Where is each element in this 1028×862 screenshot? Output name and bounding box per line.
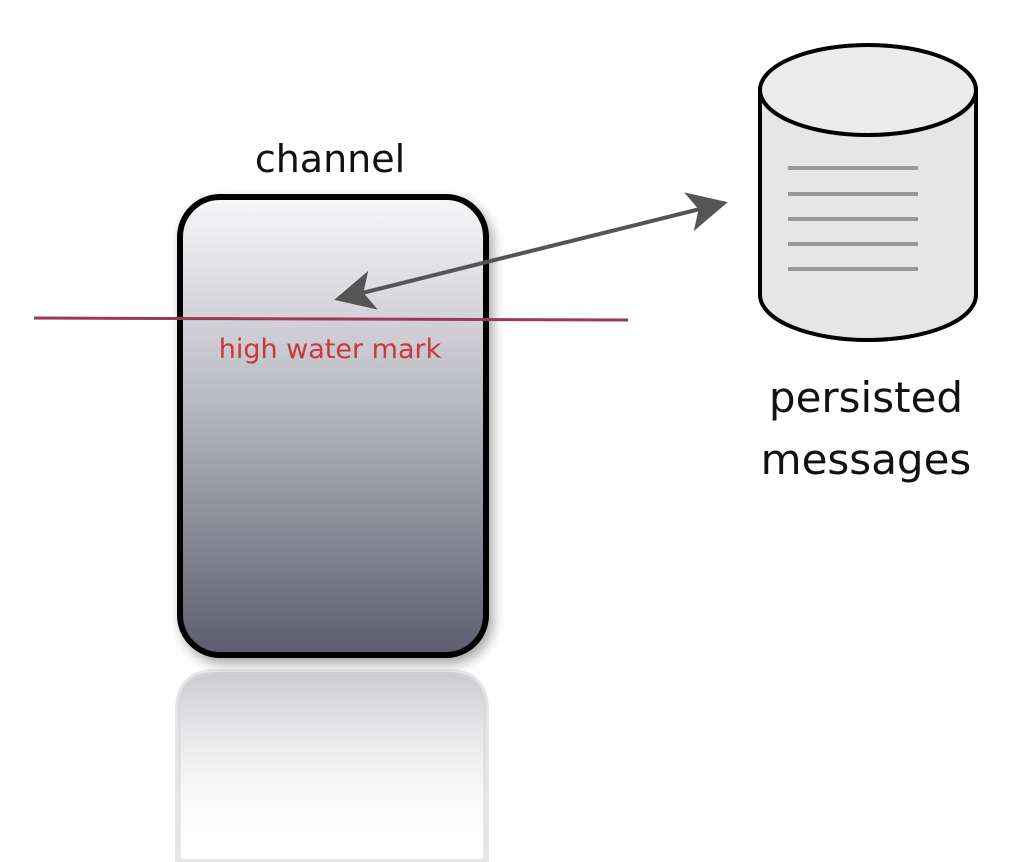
high-water-mark-label: high water mark — [219, 334, 442, 365]
channel-label: channel — [255, 137, 405, 181]
persistence-arrow — [334, 192, 728, 310]
high-water-mark-line — [33, 316, 629, 322]
database-lines — [788, 166, 918, 271]
persisted-label-line1: persisted — [769, 373, 963, 422]
database-icon — [758, 43, 978, 342]
channel-reflection — [175, 669, 489, 862]
channel-container — [177, 194, 489, 658]
persisted-label-line2: messages — [761, 435, 972, 484]
